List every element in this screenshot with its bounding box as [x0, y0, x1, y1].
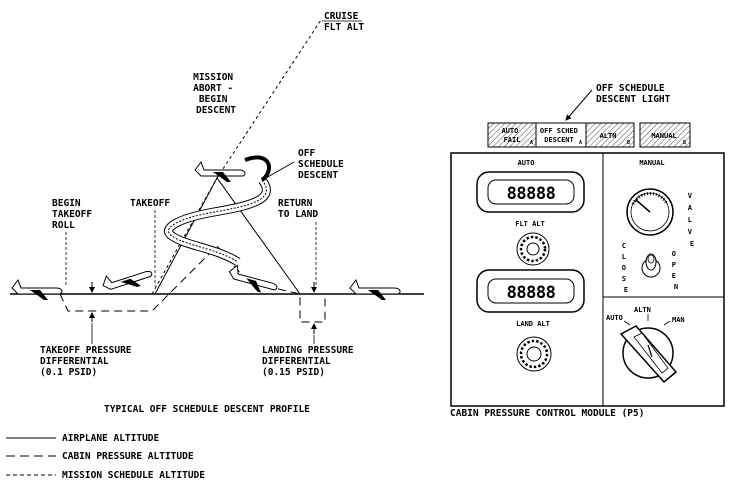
selector-pointer [647, 344, 653, 358]
manual-light [639, 122, 691, 148]
manual-sub: B [683, 140, 686, 146]
legend: AIRPLANE ALTITUDE CABIN PRESSURE ALTITUD… [6, 433, 205, 481]
flt-alt-label: FLT ALT [515, 220, 545, 228]
land-alt-label: LAND ALT [516, 320, 550, 328]
off-schedule-descent-label: OFF SCHEDULE DESCENT [298, 148, 350, 181]
mode-altn-label: ALTN [634, 306, 651, 314]
airplane-icon [102, 270, 153, 290]
cabin-pressure-line [59, 245, 326, 323]
mode-auto-label: AUTO [606, 314, 623, 322]
altn-label: ALTN [600, 132, 617, 140]
auto-fail-label: AUTO FAIL [501, 127, 522, 144]
off-schedule-descent-spiral [164, 155, 271, 266]
airplane-icon [194, 160, 246, 182]
legend-airplane-altitude: AIRPLANE ALTITUDE [62, 433, 160, 444]
manual-header: MANUAL [639, 159, 664, 167]
open-label: O P E N [672, 250, 680, 291]
flt-alt-display-value: 88888 [507, 184, 556, 204]
off-schedule-leader [265, 161, 295, 179]
takeoff-pressure-label: TAKEOFF PRESSURE DIFFERENTIAL (0.1 PSID) [40, 345, 137, 378]
off-schedule-light-callout: OFF SCHEDULE DESCENT LIGHT [596, 83, 671, 105]
auto-fail-light [487, 122, 537, 148]
pressure-mode-selector[interactable] [619, 325, 678, 384]
airplane-icon [11, 278, 63, 300]
mode-tick [623, 320, 631, 326]
valve-position-gauge [626, 188, 674, 236]
off-sched-descent-sub: A [579, 140, 582, 146]
begin-takeoff-label: BEGIN TAKEOFF ROLL [52, 198, 98, 231]
descent-profile-diagram: CRUISE FLT ALT MISSION ABORT - BEGIN DES… [10, 11, 424, 415]
cruise-label: CRUISE FLT ALT [324, 11, 364, 33]
legend-mission-schedule: MISSION SCHEDULE ALTITUDE [62, 470, 205, 481]
auto-fail-sub: A [530, 140, 533, 146]
mode-tick [663, 320, 671, 326]
auto-header: AUTO [518, 159, 535, 167]
profile-caption: TYPICAL OFF SCHEDULE DESCENT PROFILE [104, 404, 310, 415]
return-to-land-label: RETURN TO LAND [278, 198, 318, 220]
land-alt-display-value: 88888 [507, 283, 556, 303]
flt-alt-display: 88888 [476, 171, 585, 213]
valve-label: V A L V E [688, 192, 696, 248]
altn-light [585, 122, 635, 148]
airplane-icon [349, 278, 401, 300]
module-caption: CABIN PRESSURE CONTROL MODULE (P5) [450, 408, 644, 419]
mission-schedule-line [151, 19, 322, 295]
land-alt-display: 88888 [476, 269, 585, 313]
takeoff-label: TAKEOFF [130, 198, 170, 209]
mission-abort-label: MISSION ABORT - BEGIN DESCENT [193, 72, 239, 116]
off-sched-descent-label: OFF SCHED DESCENT [540, 127, 582, 144]
module-panel [450, 152, 725, 407]
indicator-lights: AUTO FAIL A OFF SCHED DESCENT A ALTN B M… [487, 122, 691, 148]
altn-sub: B [627, 140, 630, 146]
manual-valve-toggle[interactable] [641, 253, 661, 278]
callout-arrow [565, 89, 593, 121]
close-label: C L O S E [622, 242, 630, 294]
gauge-needle [635, 199, 651, 213]
airplane-icon [228, 264, 278, 293]
off-sched-descent-light [535, 122, 587, 148]
legend-cabin-pressure: CABIN PRESSURE ALTITUDE [62, 451, 194, 462]
land-alt-knob[interactable] [516, 336, 552, 372]
flt-alt-knob[interactable] [516, 232, 550, 266]
mode-man-label: MAN [672, 316, 685, 324]
cabin-pressure-control-module: OFF SCHEDULE DESCENT LIGHT AUTO FAIL A O… [450, 83, 725, 419]
manual-label: MANUAL [651, 132, 676, 140]
landing-pressure-label: LANDING PRESSURE DIFFERENTIAL (0.15 PSID… [262, 345, 359, 378]
